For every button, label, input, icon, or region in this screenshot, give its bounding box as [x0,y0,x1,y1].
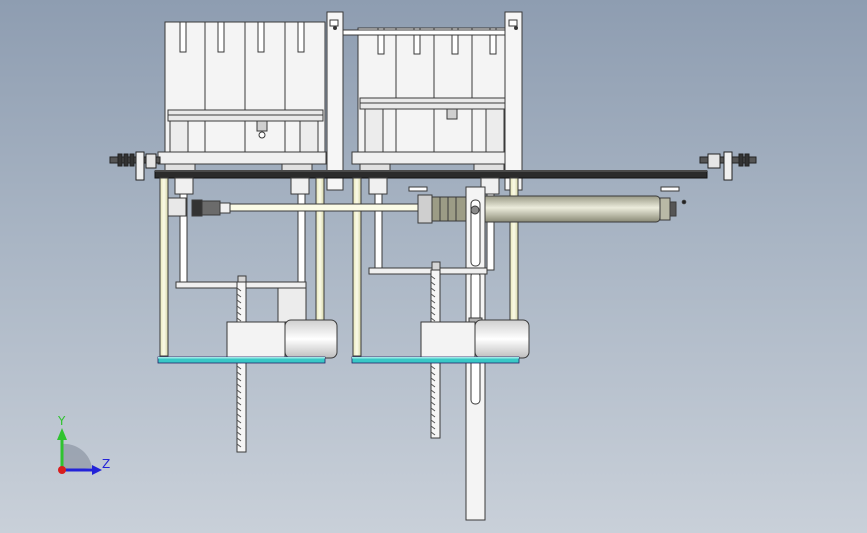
rack-tooth [430,287,436,292]
rack-tooth [236,383,242,388]
rack-tooth [236,443,242,448]
rack-tooth [430,311,436,316]
rack-tooth [430,281,436,286]
rack-tooth [430,425,436,430]
air-cylinder [408,186,687,224]
rack-tooth [430,317,436,322]
rack-tooth [236,287,242,292]
x-axis-dot [58,466,66,474]
left-motor [226,319,338,359]
rack-tooth [236,365,242,370]
left-rack [236,281,247,453]
rack-tooth [236,317,242,322]
rack-tooth [236,425,242,430]
rack-tooth [236,311,242,316]
rack-tooth [430,305,436,310]
left-end-sensor [109,151,161,181]
rack-tooth [430,275,436,280]
tie-rod [167,197,431,217]
base-plates [157,356,520,364]
rack-tooth [430,383,436,388]
rack-tooth [236,389,242,394]
rack-tooth [236,305,242,310]
cylinder-barrel [479,195,661,223]
rack-tooth [236,299,242,304]
rack-tooth [430,299,436,304]
right-end-sensor [699,151,757,181]
rail-bushings [174,177,500,195]
rack-tooth [236,419,242,424]
rack-tooth [236,407,242,412]
rack-tooth [430,371,436,376]
rack-tooth [430,407,436,412]
rack-tooth [430,395,436,400]
rack-tooth [236,413,242,418]
rack-tooth [236,437,242,442]
left-gripper-unit [157,21,327,175]
rack-tooth [236,401,242,406]
rack-tooth [236,377,242,382]
main-rail [154,170,708,179]
rack-tooth [236,371,242,376]
right-gripper-unit [341,27,513,175]
right-motor [420,319,530,359]
frame-posts [326,11,523,191]
rack-tooth [430,389,436,394]
rack-tooth [430,413,436,418]
rack-tooth [236,431,242,436]
center-post [326,11,344,191]
coordinate-triad [57,428,102,475]
z-axis-label: Z [102,457,111,471]
rack-tooth [430,377,436,382]
rack-tooth [236,395,242,400]
rack-tooth [430,293,436,298]
rack-tooth [430,419,436,424]
right-lift-plate [368,267,488,275]
rack-tooth [430,365,436,370]
right-post [504,11,523,191]
rack-tooth [430,401,436,406]
rack-tooth [236,293,242,298]
y-axis-label: Y [58,414,66,428]
rack-tooth [430,431,436,436]
